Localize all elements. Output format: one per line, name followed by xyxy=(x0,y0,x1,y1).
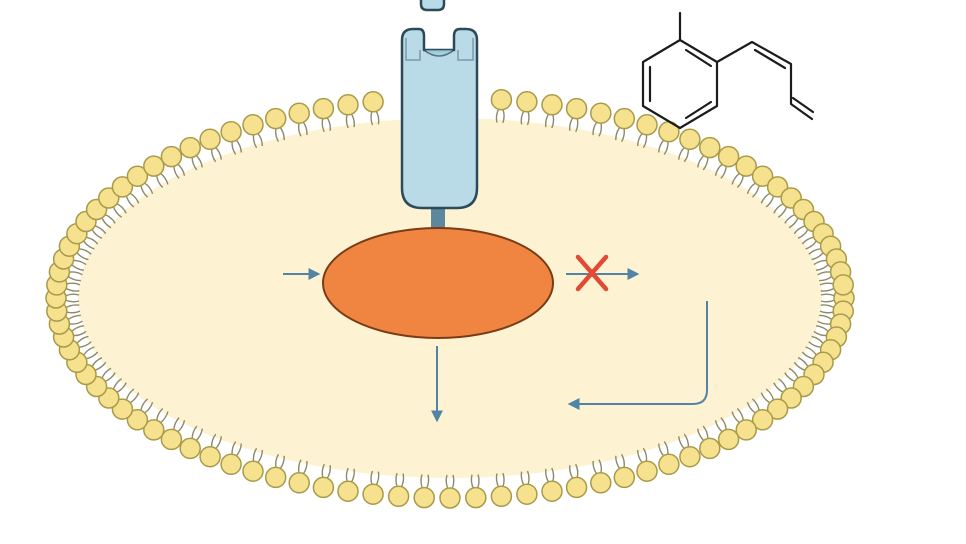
lipid-head xyxy=(220,120,242,143)
lipid-head xyxy=(242,114,264,136)
lipid-head xyxy=(636,114,658,136)
lipid-head xyxy=(337,94,359,116)
inhibition-cross xyxy=(575,254,609,292)
intracellular-enzyme xyxy=(322,227,554,339)
lipid-head xyxy=(516,91,538,113)
ligand-fragment xyxy=(419,0,446,12)
lipid-head xyxy=(143,419,165,441)
membrane-receptor xyxy=(400,27,479,210)
lipid-head xyxy=(590,102,612,124)
lipid-head xyxy=(541,94,563,116)
lipid-head xyxy=(490,485,513,508)
lipid-head xyxy=(541,480,563,502)
lipid-head xyxy=(242,460,264,482)
lipid-head xyxy=(766,398,789,420)
lipid-head xyxy=(735,419,757,441)
lipid-head xyxy=(220,453,242,476)
lipid-tail xyxy=(820,293,836,303)
lipid-tail xyxy=(819,282,835,292)
lipid-head xyxy=(413,486,435,509)
lipid-head xyxy=(751,165,774,187)
lipid-head xyxy=(717,428,740,451)
lipid-tail xyxy=(819,304,835,314)
lipid-head xyxy=(362,483,384,505)
chemical-structure xyxy=(641,11,815,130)
lipid-head xyxy=(264,107,287,130)
lipid-tail xyxy=(65,282,81,292)
lipid-head xyxy=(717,145,740,168)
lipid-tail xyxy=(65,304,81,314)
lipid-head xyxy=(613,466,636,489)
lipid-head xyxy=(312,476,335,499)
lipid-head xyxy=(111,176,134,198)
lipid-head xyxy=(636,460,658,482)
lipid-head xyxy=(516,483,538,505)
lipid-head xyxy=(735,155,757,177)
lipid-head xyxy=(179,437,201,460)
lipid-head xyxy=(699,437,721,460)
lipid-head xyxy=(832,274,854,296)
lipid-head xyxy=(565,97,588,120)
side-chain xyxy=(715,40,814,121)
lipid-head xyxy=(160,428,183,451)
lipid-head xyxy=(679,445,701,468)
lipid-head xyxy=(199,445,221,468)
lipid-head xyxy=(362,91,384,113)
lipid-head xyxy=(179,136,201,159)
lipid-head xyxy=(465,486,487,509)
lipid-head xyxy=(312,97,335,120)
lipid-head xyxy=(590,472,612,494)
lipid-head xyxy=(126,165,149,187)
lipid-head xyxy=(490,88,513,111)
lipid-head xyxy=(288,102,310,124)
lipid-head xyxy=(679,128,701,151)
lipid-head xyxy=(751,409,774,431)
lipid-head xyxy=(565,476,588,499)
lipid-head xyxy=(126,409,149,431)
lipid-head xyxy=(439,487,461,509)
lipid-head xyxy=(699,136,721,159)
benzene-ring xyxy=(641,38,719,130)
lipid-head xyxy=(613,107,636,130)
feedback-arrow xyxy=(567,301,708,410)
lipid-head xyxy=(288,472,310,494)
lipid-head xyxy=(160,145,183,168)
lipid-head xyxy=(264,466,287,489)
cell-membrane xyxy=(45,88,855,509)
lipid-head xyxy=(337,480,359,502)
lipid-head xyxy=(199,128,221,151)
lipid-head xyxy=(387,485,410,508)
lipid-head xyxy=(658,453,680,476)
lipid-head xyxy=(143,155,165,177)
lipid-tail xyxy=(64,293,80,303)
